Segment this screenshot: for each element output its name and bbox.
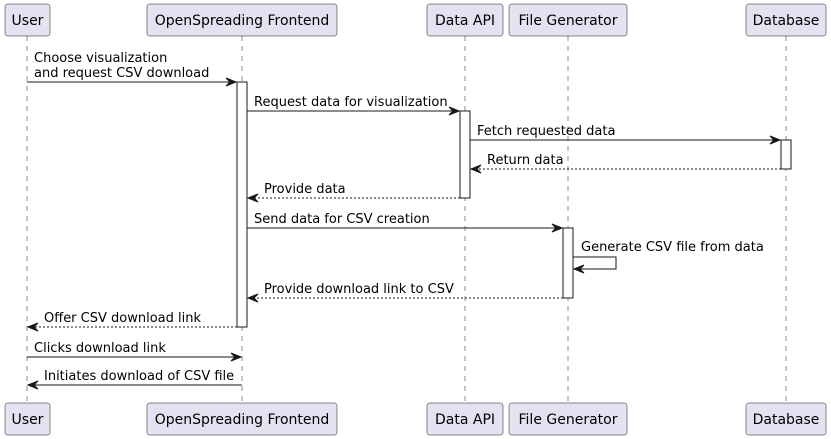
arrow-head bbox=[246, 293, 259, 303]
message-label: Send data for CSV creation bbox=[254, 212, 430, 227]
arrow-head bbox=[448, 106, 461, 116]
participant-box bbox=[426, 402, 504, 436]
arrow-head bbox=[225, 77, 238, 87]
message-line bbox=[573, 256, 617, 270]
message-label: Request data for visualization bbox=[254, 95, 448, 110]
participant-label: Database bbox=[753, 412, 820, 428]
message-label: Offer CSV download link bbox=[44, 311, 201, 326]
activation-bar-api bbox=[459, 110, 471, 199]
message-label: Choose visualization bbox=[34, 51, 167, 66]
participant-box bbox=[146, 3, 338, 37]
arrow-head bbox=[26, 322, 39, 332]
participant-user-bottom: User bbox=[4, 402, 51, 436]
participant-box bbox=[4, 3, 51, 37]
arrow-head bbox=[572, 264, 585, 274]
arrow-head bbox=[769, 135, 782, 145]
participant-label: Data API bbox=[435, 13, 495, 29]
message-label: Generate CSV file from data bbox=[581, 240, 764, 255]
participant-box bbox=[745, 402, 827, 436]
participant-frontend-top: OpenSpreading Frontend bbox=[146, 3, 338, 37]
participant-label: File Generator bbox=[519, 412, 618, 428]
participant-box bbox=[426, 3, 504, 37]
participant-box bbox=[508, 3, 628, 37]
activation-bar-db bbox=[780, 139, 792, 170]
message-label: Fetch requested data bbox=[477, 124, 615, 139]
message-5: Provide data bbox=[246, 182, 460, 203]
participant-label: Database bbox=[753, 13, 820, 29]
message-label: Return data bbox=[487, 153, 564, 168]
participant-filegen-top: File Generator bbox=[508, 3, 628, 37]
participant-db-bottom: Database bbox=[745, 402, 827, 436]
message-3: Fetch requested data bbox=[470, 124, 782, 145]
message-6: Send data for CSV creation bbox=[247, 212, 564, 233]
participant-frontend-bottom: OpenSpreading Frontend bbox=[146, 402, 338, 436]
arrow-head bbox=[469, 164, 482, 174]
activation-bars bbox=[236, 81, 792, 328]
message-8: Provide download link to CSV bbox=[246, 282, 563, 303]
participant-label: User bbox=[12, 13, 44, 29]
arrow-head bbox=[230, 352, 243, 362]
participant-user-top: User bbox=[4, 3, 51, 37]
participant-label: File Generator bbox=[519, 13, 618, 29]
message-label: Provide data bbox=[264, 182, 346, 197]
message-9: Offer CSV download link bbox=[26, 311, 237, 332]
participant-label: Data API bbox=[435, 412, 495, 428]
participant-label: OpenSpreading Frontend bbox=[155, 412, 330, 428]
participant-label: User bbox=[12, 412, 44, 428]
participant-db-top: Database bbox=[745, 3, 827, 37]
activation-bar-frontend bbox=[236, 81, 248, 328]
message-2: Request data for visualization bbox=[247, 95, 461, 116]
arrow-head bbox=[26, 380, 39, 390]
message-label: Initiates download of CSV file bbox=[44, 369, 234, 384]
participant-api-bottom: Data API bbox=[426, 402, 504, 436]
activation-bar-filegen bbox=[562, 227, 574, 299]
message-10: Clicks download link bbox=[27, 341, 243, 362]
participant-box bbox=[508, 402, 628, 436]
message-label: Clicks download link bbox=[34, 341, 166, 356]
participant-box bbox=[4, 402, 51, 436]
message-label: and request CSV download bbox=[34, 66, 209, 81]
participant-label: OpenSpreading Frontend bbox=[155, 13, 330, 29]
message-7: Generate CSV file from data bbox=[572, 240, 764, 274]
participant-filegen-bottom: File Generator bbox=[508, 402, 628, 436]
arrow-head bbox=[551, 223, 564, 233]
arrow-head bbox=[246, 193, 259, 203]
participant-box bbox=[745, 3, 827, 37]
message-4: Return data bbox=[469, 153, 781, 174]
participant-box bbox=[146, 402, 338, 436]
message-label: Provide download link to CSV bbox=[264, 282, 454, 297]
message-11: Initiates download of CSV file bbox=[26, 369, 242, 390]
participant-api-top: Data API bbox=[426, 3, 504, 37]
